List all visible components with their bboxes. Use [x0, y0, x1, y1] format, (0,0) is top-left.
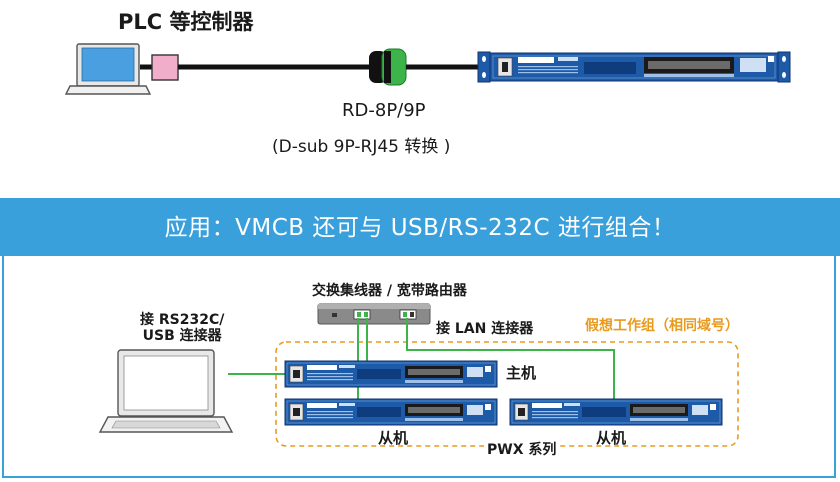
laptop-icon — [64, 43, 152, 95]
master-label: 主机 — [506, 364, 537, 382]
controller-label: PLC 等控制器 — [118, 10, 254, 34]
slave-label: 从机 — [378, 429, 409, 447]
slave-label: 从机 — [596, 429, 627, 447]
adapter-description: (D-sub 9P-RJ45 转换 ) — [272, 137, 451, 157]
pc-connector-label-line1: 接 RS232C/ — [140, 312, 225, 328]
power-supply-icon — [477, 51, 791, 83]
laptop-icon — [98, 349, 234, 433]
connector-box-icon — [151, 54, 179, 81]
banner-title: 应用：VMCB 还可与 USB/RS-232C 进行组合！ — [164, 215, 676, 241]
banner — [0, 198, 840, 256]
virtual-group-label: 假想工作组（相同域号） — [585, 318, 739, 334]
hub-label: 交换集线器 / 宽带路由器 — [312, 283, 467, 299]
pc-connector-label-line2: USB 连接器 — [142, 328, 222, 344]
hub-icon — [317, 303, 431, 325]
diagram-frame — [2, 256, 836, 478]
adapter-icon — [369, 48, 407, 86]
lan-connector-label: 接 LAN 连接器 — [436, 321, 534, 337]
pc-connector-label: 接 RS232C/ USB 连接器 — [140, 312, 224, 344]
adapter-name: RD-8P/9P — [342, 100, 426, 121]
series-label: PWX 系列 — [484, 439, 560, 459]
